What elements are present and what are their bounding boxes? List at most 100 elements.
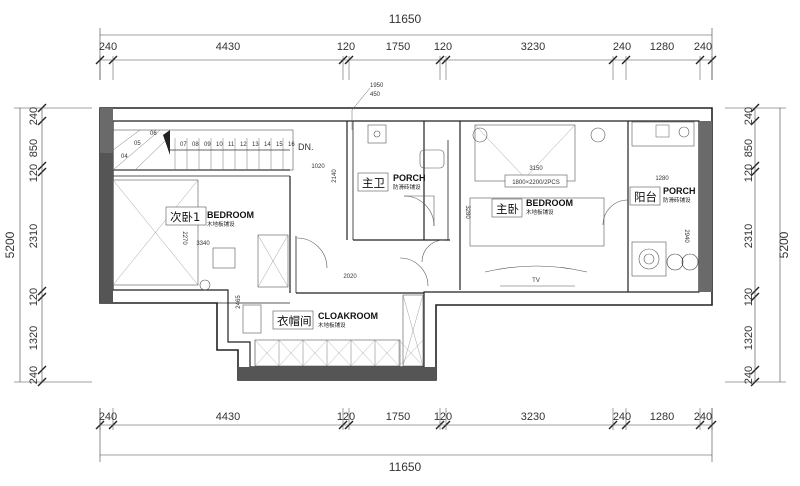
right-dim-7: 240 xyxy=(743,366,755,384)
wardrobe-row xyxy=(254,339,401,367)
bedroom2-floor: 木地板铺设 xyxy=(207,220,235,228)
left-dim-7: 240 xyxy=(28,366,40,384)
right-dim-3: 120 xyxy=(743,164,755,182)
dim-3340: 3340 xyxy=(196,241,210,247)
right-dim-1: 240 xyxy=(743,107,755,125)
door-arc-4 xyxy=(602,199,629,226)
dim-1280: 1280 xyxy=(655,176,669,182)
bath-cn: 主卫 xyxy=(362,176,385,190)
left-dim-6: 1320 xyxy=(28,326,40,350)
right-dim-6: 1320 xyxy=(743,326,755,350)
stair-step-11: 11 xyxy=(228,142,235,148)
right-total-dim: 5200 xyxy=(777,231,791,258)
washbasin xyxy=(367,124,387,144)
balcony-en: PORCH xyxy=(663,186,696,196)
plant-2 xyxy=(681,253,699,271)
bottom-dim-7: 240 xyxy=(613,411,631,423)
master-floor: 木地板铺设 xyxy=(526,208,554,216)
right-dim-2: 850 xyxy=(743,139,755,157)
stair-winder xyxy=(112,129,161,171)
staircase: 04 05 06 07 08 09 10 11 12 13 14 15 16 D… xyxy=(112,129,314,171)
bottom-dim-4: 1750 xyxy=(386,411,410,423)
stair-step-12: 12 xyxy=(240,142,247,148)
stair-step-15: 15 xyxy=(276,142,283,148)
dim-2140: 2140 xyxy=(332,169,338,183)
top-dim-7: 240 xyxy=(613,41,631,53)
stair-step-08: 08 xyxy=(192,142,199,148)
wardrobe-cross xyxy=(254,339,280,367)
bottom-dim-9: 240 xyxy=(694,411,712,423)
left-dim-2: 850 xyxy=(28,139,40,157)
dim-1020: 1020 xyxy=(311,164,325,170)
bath-floor: 防滑砖铺设 xyxy=(393,183,421,191)
cloak-seat xyxy=(242,304,262,334)
bedroom2-furniture: 3340 2270 xyxy=(112,179,289,291)
master-bed xyxy=(469,197,605,247)
bathroom-fixtures: 1950 450 2140 1020 xyxy=(311,83,445,227)
bed-outline xyxy=(112,179,199,286)
room-labels: 次卧1 BEDROOM 木地板铺设 主卫 PORCH 防滑砖铺设 主卧 BEDR… xyxy=(165,172,696,330)
door-arc-3 xyxy=(421,239,445,263)
dim-2465: 2465 xyxy=(236,295,242,309)
dim-3150: 3150 xyxy=(529,166,543,172)
plant-1 xyxy=(666,253,684,271)
cloak-en: CLOAKROOM xyxy=(318,311,378,321)
top-dim-4: 1750 xyxy=(386,41,410,53)
dim-2270: 2270 xyxy=(181,231,187,245)
toilet xyxy=(419,149,445,169)
cloakroom-fixtures: 2020 2465 xyxy=(236,274,424,367)
cloak-floor: 木地板铺设 xyxy=(318,321,346,329)
wardrobe-cross xyxy=(302,339,328,367)
left-dim-1: 240 xyxy=(28,107,40,125)
top-total-dim: 11650 xyxy=(389,12,422,26)
master-furniture: 1800×2200/2PCS 3150 3280 TV xyxy=(464,124,606,287)
stair-step-05: 05 xyxy=(134,141,141,147)
bottom-dim-1: 240 xyxy=(99,411,117,423)
stair-step-13: 13 xyxy=(252,142,259,148)
cloak-cn: 衣帽间 xyxy=(277,314,312,328)
bottom-dim-8: 1280 xyxy=(650,411,674,423)
top-dim-1: 240 xyxy=(99,41,117,53)
desk-chair xyxy=(212,247,236,269)
stair-step-07: 07 xyxy=(180,142,187,148)
top-dim-2: 4430 xyxy=(216,41,240,53)
wardrobe-cross xyxy=(374,339,400,367)
washing-machine xyxy=(631,241,667,277)
top-dim-8: 1280 xyxy=(650,41,674,53)
bedroom2-cn: 次卧1 xyxy=(170,210,200,224)
stair-step-16: 16 xyxy=(288,142,295,148)
dim-3280: 3280 xyxy=(464,205,470,219)
wardrobe-cross xyxy=(350,339,376,367)
right-dim-5: 120 xyxy=(743,288,755,306)
tv-label: TV xyxy=(532,278,540,284)
left-total-dim: 5200 xyxy=(3,231,17,258)
outer-walls xyxy=(99,107,713,381)
bottom-dim-2: 4430 xyxy=(216,411,240,423)
wardrobe-cross xyxy=(278,339,304,367)
top-dim-6: 3230 xyxy=(521,41,545,53)
stair-dn-label: DN. xyxy=(298,142,314,152)
bedroom2-en: BEDROOM xyxy=(207,210,254,220)
top-dim-5: 120 xyxy=(434,41,452,53)
stair-step-09: 09 xyxy=(204,142,211,148)
left-dim-5: 120 xyxy=(28,288,40,306)
stair-winder xyxy=(134,137,169,171)
shower-door-arc xyxy=(403,195,435,227)
bottom-dim-6: 3230 xyxy=(521,411,545,423)
doors xyxy=(296,199,629,287)
stair-step-04: 04 xyxy=(121,154,128,160)
bath-1950: 1950 xyxy=(370,83,384,89)
wardrobe-cross xyxy=(326,339,352,367)
bath-450: 450 xyxy=(370,92,381,98)
headboard xyxy=(474,124,576,182)
dim-2940: 2940 xyxy=(683,229,689,243)
master-en: BEDROOM xyxy=(526,198,573,208)
door-arc-2 xyxy=(399,257,429,287)
stair-step-06: 06 xyxy=(150,131,157,137)
stair-step-14: 14 xyxy=(264,142,271,148)
balcony-fixtures: 1280 2940 xyxy=(631,121,699,277)
side-wardrobe xyxy=(402,294,424,367)
right-dim-4: 2310 xyxy=(743,224,755,248)
left-dim-3: 120 xyxy=(28,164,40,182)
wardrobe xyxy=(257,234,289,288)
